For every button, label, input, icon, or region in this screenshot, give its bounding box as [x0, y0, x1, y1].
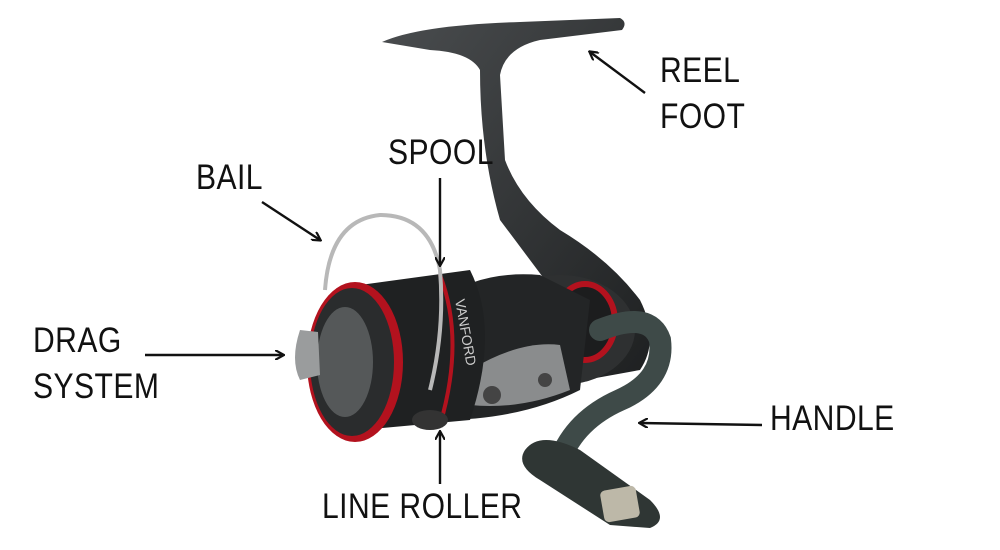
drag-system-part	[295, 282, 403, 442]
line-roller-part	[412, 410, 448, 430]
drag-system-label-line2: SYSTEM	[33, 367, 160, 406]
handle-arrow	[640, 423, 763, 425]
drag-system-label-line1: DRAG	[33, 321, 122, 360]
bail-wire	[323, 212, 444, 391]
drag-system-label: DRAG SYSTEM	[33, 318, 159, 410]
reel-foot-label: REEL FOOT	[660, 48, 745, 140]
handle-part	[522, 311, 672, 528]
reel-foot-label-line1: REEL	[660, 51, 741, 90]
bail-arrow	[261, 200, 320, 240]
line-roller-label: LINE ROLLER	[322, 487, 523, 526]
handle-label: HANDLE	[770, 399, 895, 438]
bail-label: BAIL	[196, 158, 263, 197]
reel-foot-label-line2: FOOT	[660, 97, 746, 136]
reel-foot-arrow	[590, 52, 646, 94]
spool-label: SPOOL	[388, 133, 494, 172]
